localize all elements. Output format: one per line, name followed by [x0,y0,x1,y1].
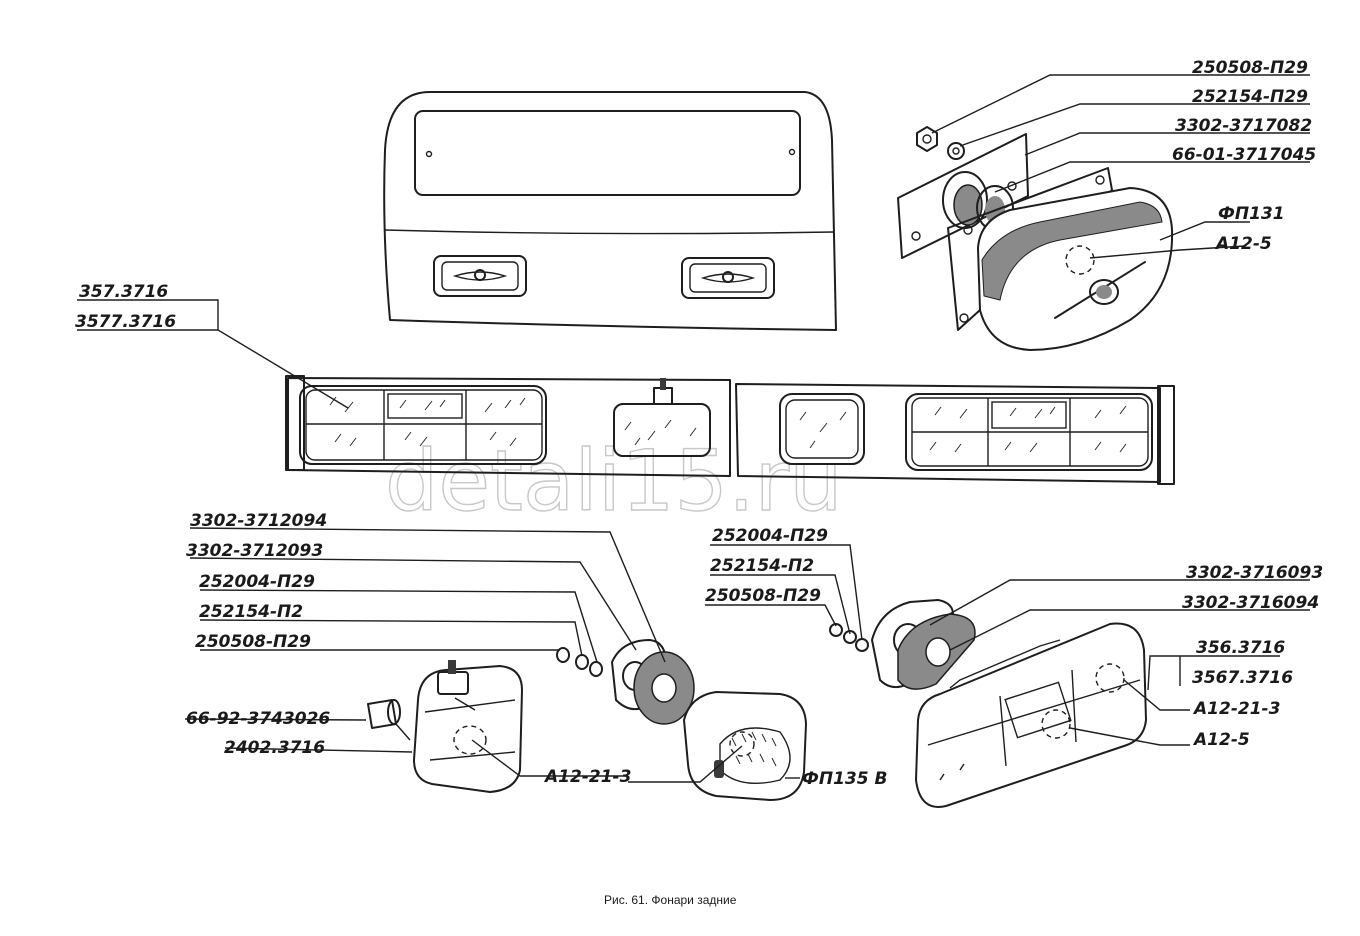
label-250508-p29-mid: 250508-П29 [705,586,821,606]
label-356-3716: 356.3716 [1196,638,1285,658]
label-252154-p2-mid: 252154-П2 [710,556,814,576]
top-right-lamp-exploded [897,126,1174,351]
plate-lamp-right [681,257,775,299]
label-fp135v: ФП135 В [802,769,887,789]
label-a12-5-top: А12-5 [1214,234,1272,254]
label-252004-p29-left: 252004-П29 [199,572,315,592]
label-252004-p29-mid: 252004-П29 [712,526,828,546]
label-fp131: ФП131 [1218,204,1285,224]
bottom-right-lamp-exploded [829,599,1147,808]
plate-lamp-left [433,255,527,297]
label-3302-3712094: 3302-3712094 [190,511,327,531]
label-252154-p29-top: 252154-П29 [1192,87,1308,107]
label-3302-3716093: 3302-3716093 [1186,563,1323,583]
label-357-3716: 357.3716 [79,282,168,302]
label-a12-21-3-right: А12-21-3 [1192,699,1280,719]
label-3302-3712093: 3302-3712093 [186,541,323,561]
label-a12-21-3-left: А12-21-3 [543,767,631,787]
label-252154-p2-left: 252154-П2 [199,602,303,622]
label-3567-3716: 3567.3716 [1192,668,1293,688]
figure-caption: Рис. 61. Фонари задние [604,893,737,907]
label-3302-3717082: 3302-3717082 [1175,116,1312,136]
rear-bumper-assembly [285,375,1175,485]
leader-lines [77,74,1310,783]
label-3577-3716: 3577.3716 [75,312,176,332]
rear-door-panel [383,91,837,331]
label-3302-3716094: 3302-3716094 [1182,593,1319,613]
bottom-left-lamp-exploded [367,639,807,801]
label-a12-5-right: А12-5 [1192,730,1250,750]
label-250508-p29-left: 250508-П29 [195,632,311,652]
label-250508-p29-top: 250508-П29 [1192,58,1308,78]
label-66-01-3717045: 66-01-3717045 [1172,145,1316,165]
part-labels: 250508-П29 252154-П29 3302-3717082 66-01… [75,58,1323,789]
label-66-92-3743026: 66-92-3743026 [186,709,330,729]
label-2402-3716: 2402.3716 [224,738,325,758]
